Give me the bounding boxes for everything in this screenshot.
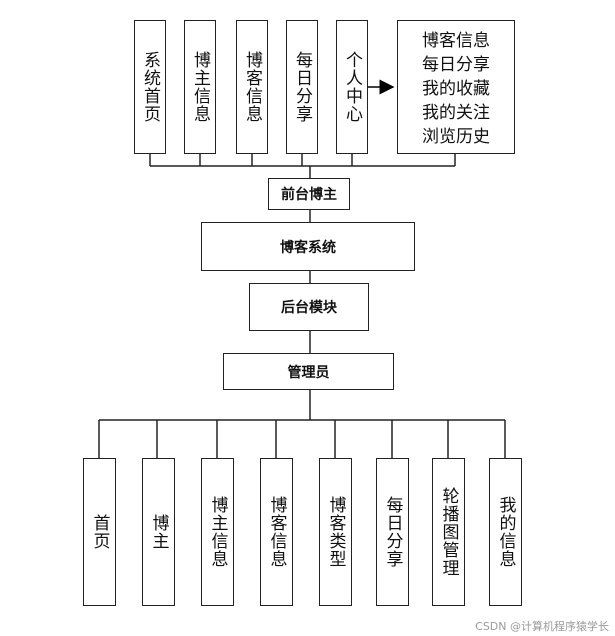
admin-role-box: 管理员 — [223, 353, 394, 390]
front-role-box: 前台博主 — [268, 178, 350, 210]
admin-module-daily-share: 每日分享 — [376, 458, 409, 606]
admin-module-blogger-label: 博主 — [148, 514, 169, 550]
system-label: 博客系统 — [280, 239, 336, 256]
admin-module-carousel-label: 轮播图管理 — [438, 487, 459, 577]
admin-module-blog-type-label: 博客类型 — [325, 496, 346, 568]
admin-module-blogger-info: 博主信息 — [201, 458, 234, 606]
admin-role-label: 管理员 — [287, 364, 330, 381]
admin-module-daily-share-label: 每日分享 — [382, 496, 403, 568]
backend-box: 后台模块 — [249, 283, 369, 331]
admin-module-my-info-label: 我的信息 — [495, 496, 516, 568]
backend-label: 后台模块 — [281, 300, 337, 316]
personal-center-item: 我的收藏 — [422, 79, 490, 99]
admin-module-my-info: 我的信息 — [489, 458, 522, 606]
admin-module-blog-type: 博客类型 — [319, 458, 352, 606]
front-module-blog-info: 博客信息 — [236, 20, 268, 154]
front-module-daily-share-label: 每日分享 — [292, 51, 312, 123]
personal-center-item: 浏览历史 — [422, 127, 490, 147]
admin-module-blog-info: 博客信息 — [260, 458, 293, 606]
front-module-blog-info-label: 博客信息 — [242, 51, 262, 123]
front-module-home: 系统首页 — [134, 20, 166, 154]
admin-module-home-label: 首页 — [89, 514, 110, 550]
front-module-personal-center-label: 个人中心 — [342, 51, 362, 123]
watermark: CSDN @计算机程序猿学长 — [475, 620, 609, 633]
admin-module-blogger-info-label: 博主信息 — [207, 496, 228, 568]
personal-center-item: 每日分享 — [422, 55, 490, 75]
front-module-blogger-info-label: 博主信息 — [190, 51, 210, 123]
personal-center-list: 博客信息 每日分享 我的收藏 我的关注 浏览历史 — [397, 20, 515, 154]
admin-module-carousel: 轮播图管理 — [432, 458, 465, 606]
front-role-label: 前台博主 — [281, 187, 337, 203]
front-module-home-label: 系统首页 — [140, 51, 160, 123]
admin-module-blogger: 博主 — [142, 458, 175, 606]
front-module-personal-center: 个人中心 — [336, 20, 368, 154]
front-module-blogger-info: 博主信息 — [184, 20, 216, 154]
personal-center-item: 博客信息 — [422, 31, 490, 51]
admin-module-blog-info-label: 博客信息 — [266, 496, 287, 568]
admin-module-home: 首页 — [83, 458, 116, 606]
front-module-daily-share: 每日分享 — [286, 20, 318, 154]
personal-center-item: 我的关注 — [422, 103, 490, 123]
system-box: 博客系统 — [201, 222, 415, 271]
